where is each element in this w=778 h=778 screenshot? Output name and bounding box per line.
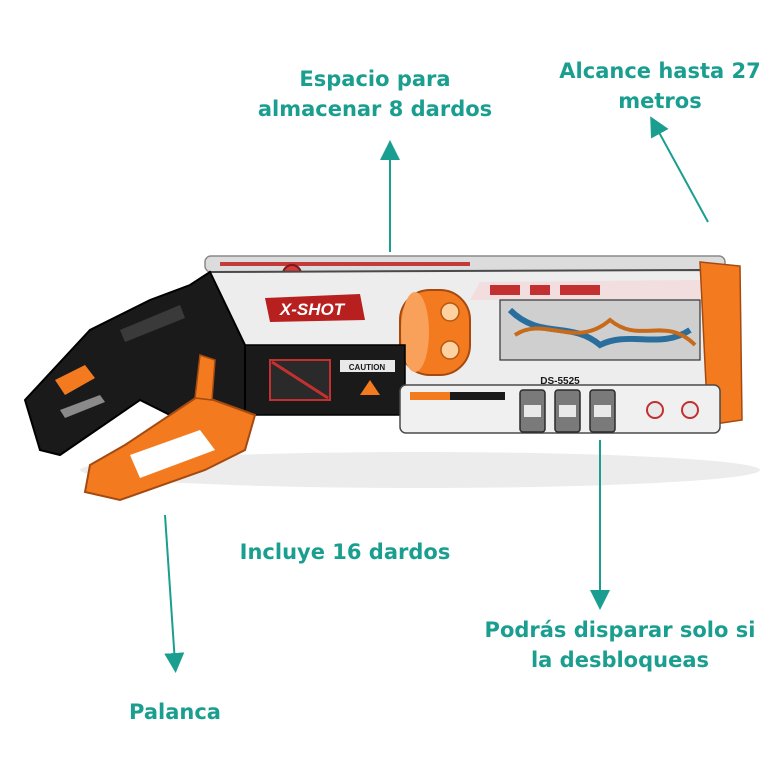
callout-storage-line2: almacenar 8 dardos bbox=[257, 97, 493, 121]
brand-logo: X-SHOT bbox=[265, 294, 365, 322]
lock-section: DS-5525 bbox=[399, 376, 721, 434]
callout-range-line1: Alcance hasta 27 bbox=[559, 59, 761, 83]
callout-darts: Incluye 16 dardos bbox=[239, 540, 451, 564]
dart-drum bbox=[399, 289, 471, 376]
callout-storage-line1: Espacio para bbox=[299, 67, 451, 91]
svg-text:CAUTION: CAUTION bbox=[349, 363, 386, 372]
caution-panel: CAUTION bbox=[244, 344, 406, 416]
svg-text:DS-5525: DS-5525 bbox=[540, 376, 580, 387]
svg-text:X-SHOT: X-SHOT bbox=[279, 300, 346, 319]
floor-shadow bbox=[80, 452, 760, 488]
callout-storage: Espacio para almacenar 8 dardos bbox=[250, 64, 500, 124]
arrow-lever bbox=[164, 514, 185, 673]
callout-lock-line1: Podrás disparar solo si bbox=[484, 618, 756, 642]
arrow-range bbox=[650, 116, 709, 223]
lever bbox=[83, 353, 257, 502]
callout-range-line2: metros bbox=[618, 89, 702, 113]
callout-range: Alcance hasta 27 metros bbox=[540, 56, 778, 116]
callout-lock: Podrás disparar solo si la desbloqueas bbox=[470, 615, 770, 675]
callout-lever: Palanca bbox=[129, 700, 221, 724]
callout-lock-line2: la desbloqueas bbox=[530, 648, 709, 672]
